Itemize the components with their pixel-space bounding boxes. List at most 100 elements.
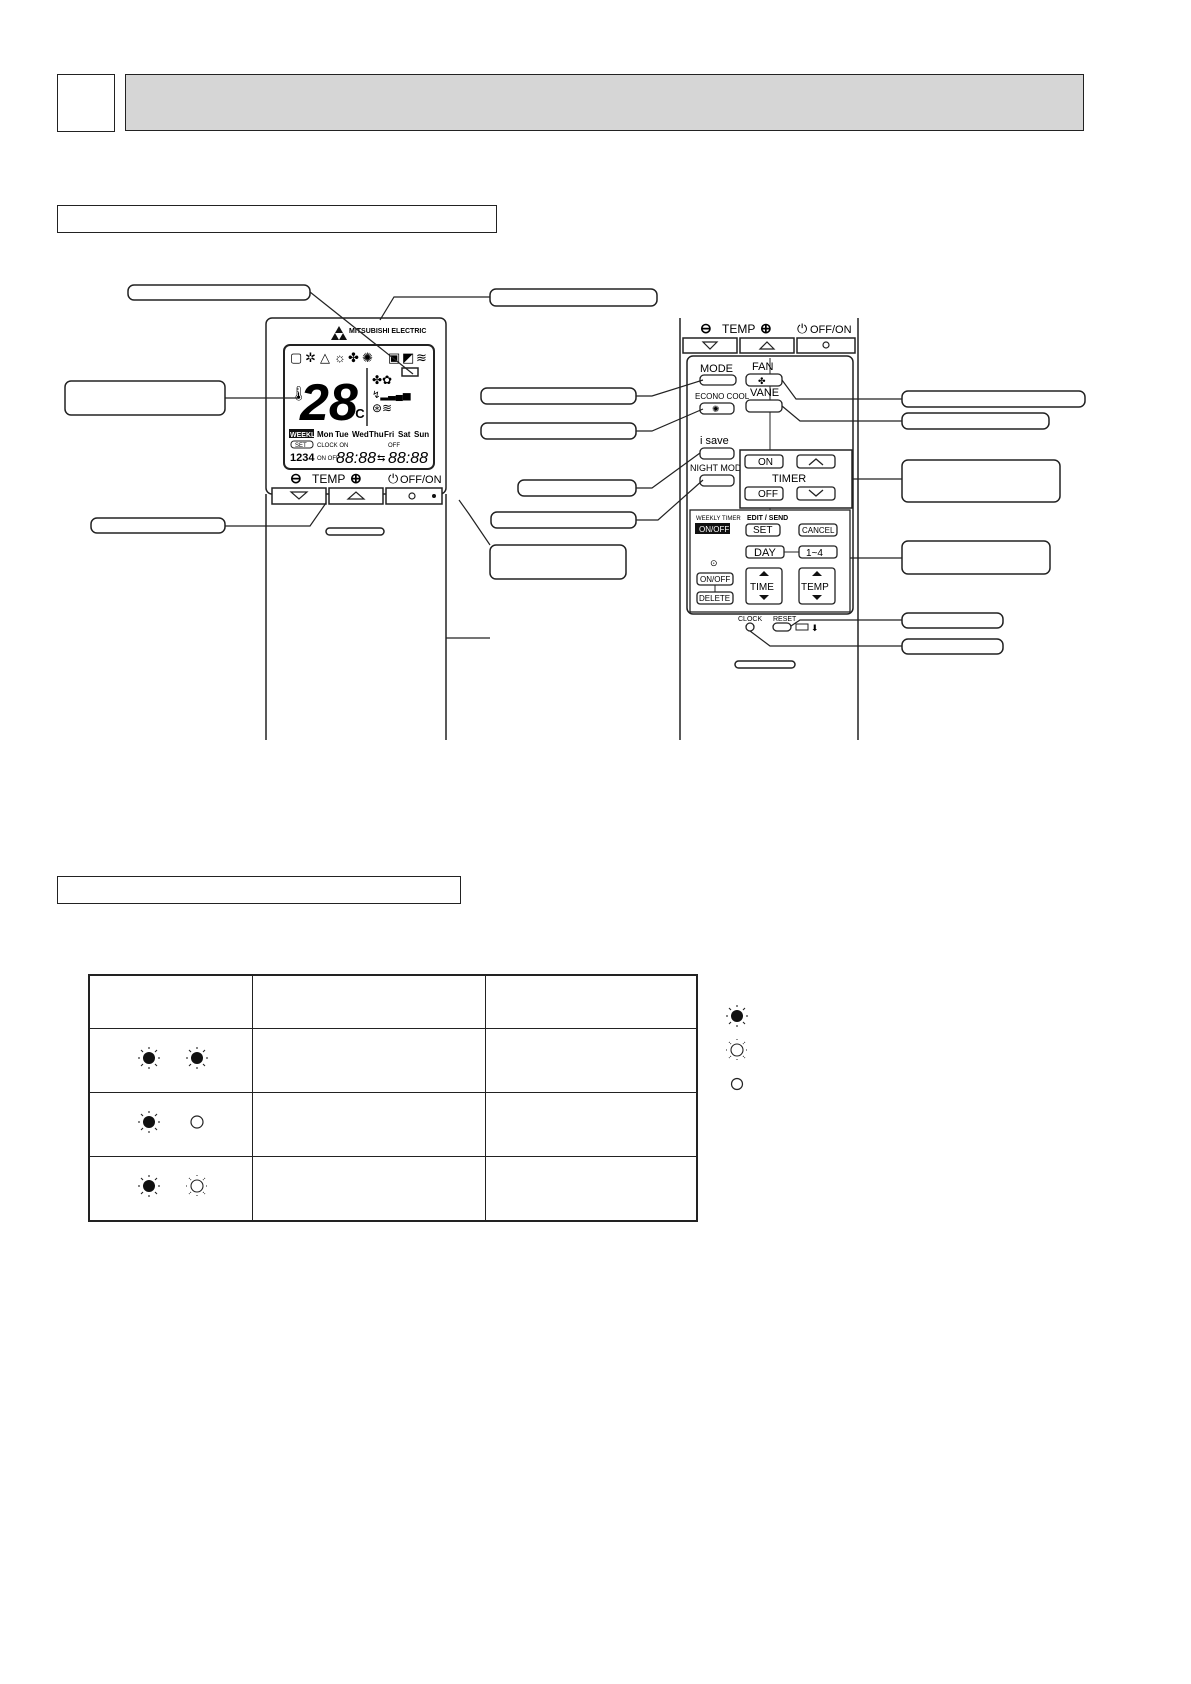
- econo-cool-button[interactable]: [699, 402, 735, 415]
- temp-plus-icon: ⊕: [350, 470, 362, 486]
- night-mode-button[interactable]: [699, 474, 735, 487]
- svg-text:Thu: Thu: [369, 430, 384, 439]
- temp-down-button[interactable]: [271, 487, 327, 505]
- delete-button[interactable]: [696, 591, 734, 605]
- lamp-off-icon: [190, 1115, 204, 1129]
- svg-text:CLOCK: CLOCK: [738, 616, 762, 623]
- svg-text:ON/OFF: ON/OFF: [700, 575, 730, 584]
- fan-level-icon: ↯▂▃▄▅: [372, 390, 411, 402]
- table-row: [88, 1028, 698, 1093]
- svg-text:Sat: Sat: [398, 430, 411, 439]
- cancel-button[interactable]: [798, 523, 838, 537]
- temp-plus-icon-right: ⊕: [760, 320, 772, 336]
- svg-text:DELETE: DELETE: [699, 594, 730, 603]
- left-remote: MITSUBISHI ELECTRIC ▢ ✲ △ ☼ ✤ ✺ ▣ ◩ ≋ 🌡 …: [265, 317, 447, 740]
- lamp-cell: [88, 1028, 253, 1093]
- vane-button[interactable]: [745, 399, 783, 413]
- svg-text:88:88: 88:88: [388, 450, 428, 467]
- temp-down-button-right[interactable]: [682, 337, 738, 354]
- callout-display: [64, 380, 226, 416]
- power-icon-right: ⏻: [797, 321, 807, 336]
- offon-label: OFF/ON: [400, 474, 442, 486]
- right-remote: ⊖ TEMP ⊕ ⏻ OFF/ON MODE ECONO COOL ✺ i sa…: [679, 318, 859, 740]
- lamp-lit-icon: [186, 1047, 208, 1069]
- econo-cool-icon: ✺: [362, 350, 373, 365]
- svg-text:OFF: OFF: [758, 489, 778, 500]
- callout-vane: [901, 412, 1050, 430]
- isave-button[interactable]: [699, 447, 735, 460]
- mitsubishi-logo-icon: [331, 326, 347, 340]
- offon-button[interactable]: [385, 487, 443, 505]
- svg-text:OFF: OFF: [388, 443, 400, 449]
- subsection-heading-remote: [57, 205, 497, 233]
- svg-text:TEMP: TEMP: [801, 582, 829, 593]
- fan-button-icon: ✤: [758, 376, 766, 386]
- lamp-off-icon: [730, 1077, 744, 1091]
- thermometer-icon: 🌡: [290, 385, 308, 401]
- temp-up-button-right[interactable]: [739, 337, 795, 354]
- clock-button[interactable]: [745, 622, 755, 632]
- svg-text:Sun: Sun: [414, 430, 429, 439]
- lcd-temperature: 28: [299, 374, 358, 432]
- lamp-lit-icon: [138, 1047, 160, 1069]
- table-row: [88, 1092, 698, 1157]
- range-button[interactable]: [798, 545, 838, 559]
- temp-minus-icon: ⊖: [290, 470, 302, 486]
- lamp-cell: [88, 1156, 253, 1222]
- reset-button[interactable]: [772, 622, 792, 632]
- svg-text:Wed: Wed: [352, 430, 369, 439]
- svg-text:Tue: Tue: [335, 430, 349, 439]
- econo-cool-button-icon: ✺: [712, 404, 720, 414]
- timer-on-button[interactable]: [744, 454, 784, 469]
- timer-down-button[interactable]: [796, 486, 836, 501]
- remote-diagram: MITSUBISHI ELECTRIC ▢ ✲ △ ☼ ✤ ✺ ▣ ◩ ≋ 🌡 …: [64, 284, 1086, 740]
- svg-text:⇆: ⇆: [377, 453, 385, 464]
- lamp-blinking-icon: [726, 1039, 748, 1061]
- time-button[interactable]: [745, 567, 783, 605]
- svg-text:SET: SET: [295, 443, 307, 449]
- temp-button[interactable]: [798, 567, 836, 605]
- battery-small-icon: [795, 623, 809, 631]
- svg-text:Mon: Mon: [317, 430, 334, 439]
- power-icon: ⏻: [388, 471, 398, 486]
- section-title-bar: [125, 74, 1084, 131]
- callout-mode: [480, 387, 637, 405]
- auto-mode-icon: ▢: [290, 350, 302, 365]
- indicator-table: [88, 974, 698, 1222]
- mode-button[interactable]: [699, 374, 737, 386]
- callout-timer: [901, 459, 1061, 503]
- svg-text:RESET: RESET: [773, 616, 797, 623]
- timer-off-button[interactable]: [744, 486, 784, 501]
- svg-text:EDIT / SEND: EDIT / SEND: [747, 515, 788, 522]
- lamp-lit-icon: [138, 1111, 160, 1133]
- svg-text:ON/OFF: ON/OFF: [699, 525, 729, 534]
- callout-battery: [127, 284, 311, 301]
- fan-speed-icon: ✤✿: [372, 373, 392, 387]
- cool-mode-icon: ✲: [305, 350, 316, 365]
- svg-text:CANCEL: CANCEL: [802, 526, 835, 535]
- callout-signal-transmitter: [489, 288, 658, 307]
- callout-temp-buttons: [90, 517, 226, 534]
- lcd-days: WEEKLY Mon Tue Wed Thu Fri Sat Sun: [289, 429, 429, 439]
- offon-button-right[interactable]: [796, 337, 856, 354]
- set-button[interactable]: [745, 523, 781, 537]
- lcd-mode-icons: ▢ ✲ △ ☼ ✤ ✺ ▣ ◩ ≋: [290, 350, 427, 365]
- weekly-onoff-button[interactable]: [695, 523, 730, 534]
- svg-text:MODE: MODE: [700, 363, 733, 375]
- svg-text:TEMP: TEMP: [722, 322, 755, 336]
- svg-text:DAY: DAY: [754, 547, 776, 559]
- table-row: [88, 1156, 698, 1222]
- timer-up-button[interactable]: [796, 454, 836, 469]
- callout-reset: [901, 612, 1004, 629]
- temp-up-button[interactable]: [328, 487, 384, 505]
- vane-icon: ⊛≋: [372, 401, 392, 415]
- callout-econo-cool: [480, 422, 637, 440]
- subsection-heading-indicator: [57, 876, 461, 904]
- svg-text:WEEKLY: WEEKLY: [290, 432, 320, 439]
- night-mode-icon: ◩: [402, 350, 414, 365]
- svg-text:NIGHT MODE: NIGHT MODE: [690, 463, 747, 473]
- svg-text:TIMER: TIMER: [772, 473, 806, 485]
- lamp-blinking-icon: [186, 1175, 208, 1197]
- svg-text:1234: 1234: [290, 452, 315, 464]
- callout-clock: [901, 638, 1004, 655]
